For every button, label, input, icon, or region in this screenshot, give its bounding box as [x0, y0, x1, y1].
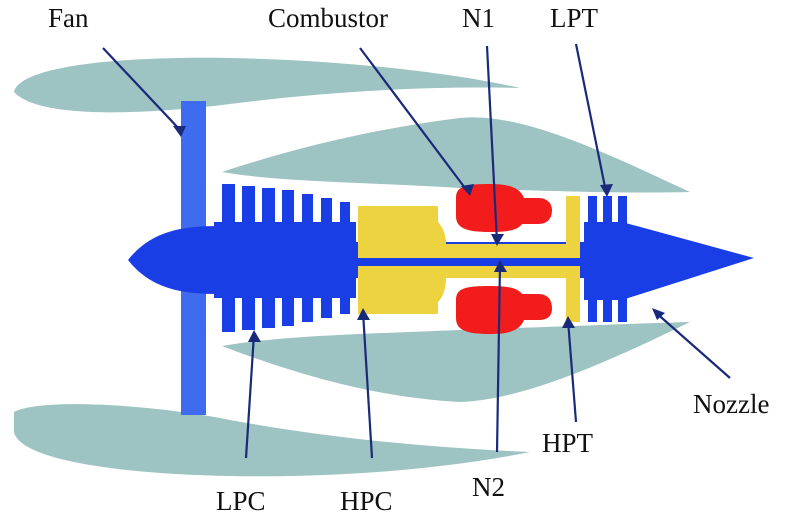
hpc-leader: [361, 311, 374, 459]
nacelle-top: [14, 57, 520, 113]
hpc-label: HPC: [340, 486, 393, 516]
lpc-hub: [214, 222, 356, 298]
hpt-label: HPT: [542, 428, 594, 458]
nacelle-bottom: [14, 404, 530, 477]
combustor-top: [456, 184, 552, 232]
hpc-blades-top: [372, 208, 422, 220]
n2-label: N2: [472, 472, 505, 502]
center-shaft-gap: [356, 258, 582, 266]
hpt-arrowhead: [562, 316, 575, 328]
hpc-blades-bottom: [372, 300, 422, 312]
combustor-arrowhead: [461, 184, 474, 196]
lpc-label: LPC: [216, 486, 266, 516]
n2-leader: [495, 263, 502, 453]
core-cowl-bottom: [222, 322, 690, 402]
lpt-leader: [574, 43, 608, 193]
nozzle-cone: [622, 222, 754, 300]
core-cowl-top: [222, 117, 690, 193]
high-spool-top: [358, 196, 580, 258]
fan-arrowhead: [173, 126, 186, 137]
combustor-label: Combustor: [268, 3, 388, 33]
high-spool-bottom: [358, 266, 580, 322]
nozzle-arrowhead: [652, 308, 665, 320]
fan-label: Fan: [48, 3, 89, 33]
lpc-leader: [244, 333, 256, 459]
lpt-blades: [588, 196, 627, 322]
lpt-arrowhead: [600, 184, 613, 197]
n1-label: N1: [462, 3, 495, 33]
hpt-leader: [566, 319, 578, 423]
lpt-hub: [584, 222, 624, 300]
combustor-leader: [359, 47, 469, 193]
combustor-bottom: [456, 286, 552, 334]
fan-leader: [102, 47, 182, 132]
lpt-label: LPT: [550, 3, 599, 33]
lpc-blades-bottom: [222, 294, 350, 332]
lpc-arrowhead: [248, 330, 261, 342]
n2-arrowhead: [494, 260, 507, 272]
nozzle-leader: [653, 310, 731, 379]
hpc-arrowhead: [357, 308, 370, 320]
nozzle-label: Nozzle: [693, 389, 769, 419]
nose-spinner: [128, 226, 218, 294]
n1-leader: [485, 45, 499, 243]
lpc-blades-top: [222, 184, 350, 226]
n1-arrowhead: [491, 234, 504, 246]
